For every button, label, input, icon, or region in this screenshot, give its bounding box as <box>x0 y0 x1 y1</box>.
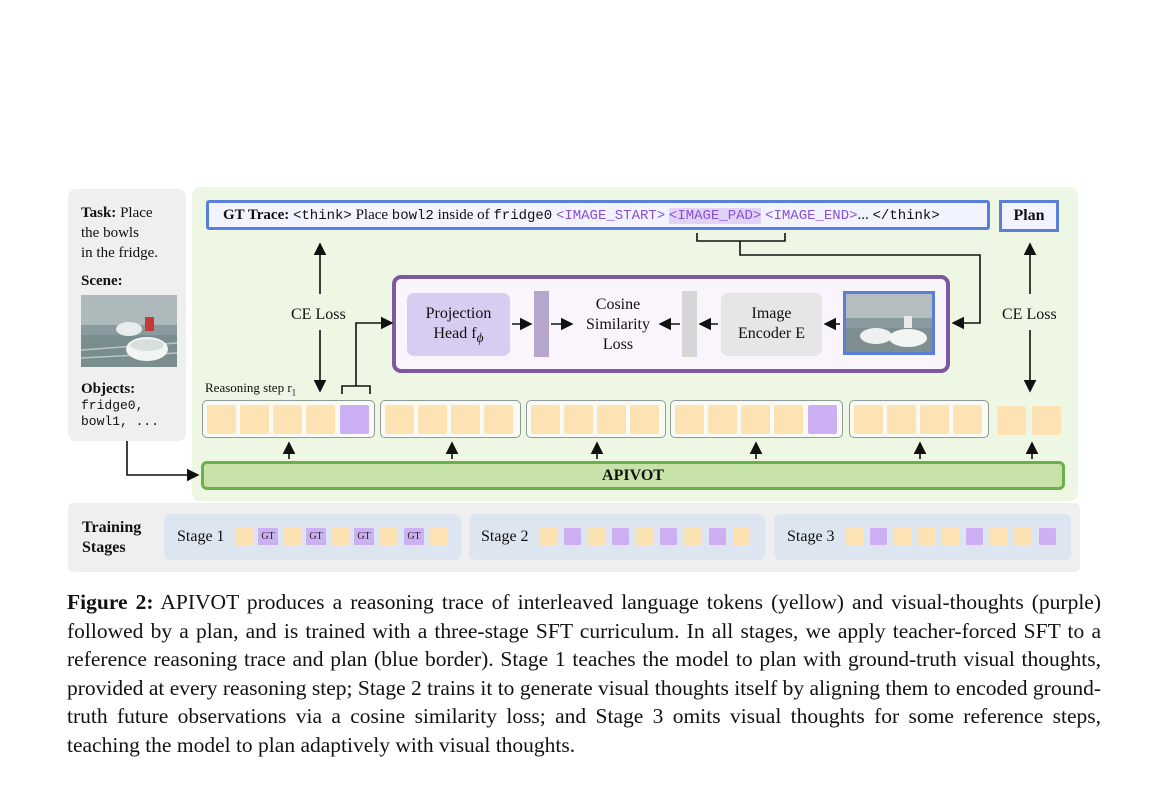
visual-thought-token <box>808 405 837 434</box>
language-token <box>564 405 593 434</box>
objects-list: fridge0, bowl1, ... <box>81 398 160 429</box>
language-token <box>207 405 236 434</box>
language-token <box>920 405 949 434</box>
language-token <box>306 405 335 434</box>
language-token <box>332 528 349 545</box>
visual-thought-token <box>660 528 677 545</box>
objects-label: Objects: <box>81 381 136 397</box>
gt-visual-token: GT <box>354 528 374 545</box>
language-token <box>684 528 701 545</box>
language-token <box>430 528 447 545</box>
scene-image <box>80 295 178 367</box>
reasoning-step-label: Reasoning step r1 <box>205 380 297 398</box>
language-token <box>990 528 1007 545</box>
language-token <box>273 405 302 434</box>
language-token <box>597 405 626 434</box>
language-token <box>846 528 863 545</box>
figure-label: Figure 2: <box>67 590 154 614</box>
plan-token <box>997 406 1026 435</box>
language-token <box>887 405 916 434</box>
language-token <box>240 405 269 434</box>
language-token <box>894 528 911 545</box>
language-token <box>380 528 397 545</box>
visual-thought-token <box>870 528 887 545</box>
language-token <box>418 405 447 434</box>
visual-thought-token <box>709 528 726 545</box>
language-token <box>284 528 301 545</box>
caption-text: APIVOT produces a reasoning trace of int… <box>67 590 1101 757</box>
projection-head: Projection Head fϕ <box>407 293 510 356</box>
image-pad-token: <IMAGE_PAD> <box>668 208 762 224</box>
figure-caption: Figure 2: APIVOT produces a reasoning tr… <box>67 588 1101 759</box>
language-token <box>451 405 480 434</box>
visual-thought-token <box>340 405 369 434</box>
ce-loss-right: CE Loss <box>1002 306 1057 323</box>
visual-thought-token <box>1039 528 1056 545</box>
input-panel: Task: Place the bowls in the fridge. Sce… <box>68 189 186 441</box>
visual-thought-token <box>612 528 629 545</box>
visual-thought-token <box>966 528 983 545</box>
ce-loss-left: CE Loss <box>291 306 346 323</box>
language-token <box>385 405 414 434</box>
language-token <box>236 528 253 545</box>
language-token <box>741 405 770 434</box>
language-token <box>636 528 653 545</box>
scene-label: Scene: <box>81 273 123 289</box>
task-text: Task: Place the bowls in the fridge. <box>81 205 159 261</box>
stage-1-label: Stage 1 <box>177 528 225 545</box>
visual-thought-token <box>564 528 581 545</box>
language-token <box>630 405 659 434</box>
training-stages-title: Training Stages <box>82 519 142 556</box>
language-token <box>675 405 704 434</box>
projected-feature-bar <box>534 291 549 357</box>
language-token <box>708 405 737 434</box>
gt-visual-token: GT <box>404 528 424 545</box>
image-encoder: Image Encoder E <box>721 293 822 356</box>
apivot-model-bar: APIVOT <box>201 461 1065 490</box>
language-token <box>942 528 959 545</box>
plan-token <box>1032 406 1061 435</box>
language-token <box>953 405 982 434</box>
language-token <box>484 405 513 434</box>
language-token <box>774 405 803 434</box>
stage-2-label: Stage 2 <box>481 528 529 545</box>
language-token <box>918 528 935 545</box>
language-token <box>588 528 605 545</box>
plan-box: Plan <box>999 200 1059 232</box>
gt-trace-box: GT Trace: <think> Place bowl2 inside of … <box>206 200 990 230</box>
language-token <box>540 528 557 545</box>
stage-3-label: Stage 3 <box>787 528 835 545</box>
language-token <box>733 528 750 545</box>
language-token <box>854 405 883 434</box>
language-token <box>531 405 560 434</box>
gt-visual-token: GT <box>258 528 278 545</box>
gt-visual-token: GT <box>306 528 326 545</box>
future-observation-image <box>843 291 935 355</box>
encoded-feature-bar <box>682 291 697 357</box>
language-token <box>1014 528 1031 545</box>
cosine-similarity-loss: Cosine Similarity Loss <box>586 296 650 353</box>
